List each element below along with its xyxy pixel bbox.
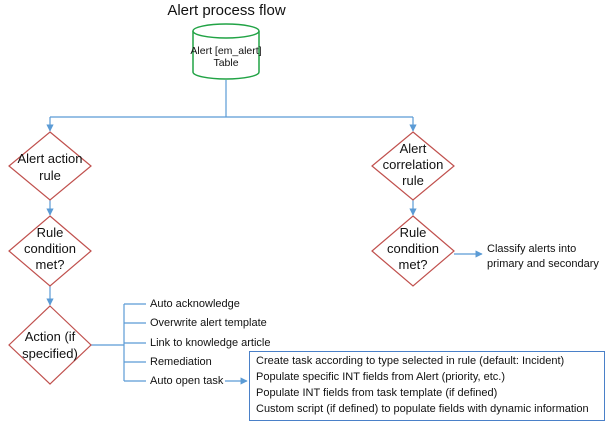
action-item-link-knowledge: Link to knowledge article — [150, 337, 271, 349]
alert-action-rule-label: Alert action rule — [0, 150, 100, 184]
task-detail-populate-template: Populate INT fields from task template (… — [256, 387, 498, 399]
action-diamond — [8, 305, 92, 385]
right-condition-line3: met? — [398, 257, 428, 272]
connectors — [46, 80, 483, 385]
task-details-box: Create task according to type selected i… — [249, 351, 605, 421]
right-condition-diamond — [371, 215, 455, 287]
action-item-remediation: Remediation — [150, 356, 212, 368]
right-condition-line2: condition — [386, 241, 440, 256]
alert-correlation-rule-diamond — [371, 131, 455, 201]
action-item-auto-open-task: Auto open task — [150, 375, 224, 387]
alert-action-rule-diamond — [8, 131, 92, 201]
alert-action-rule-line1: Alert action — [17, 151, 83, 166]
left-condition-line2: condition — [23, 241, 77, 256]
database-cylinder-icon — [192, 23, 260, 80]
classify-result-line2: primary and secondary — [487, 258, 599, 270]
alert-correlation-rule-line2: correlation — [382, 157, 444, 172]
task-detail-custom-script: Custom script (if defined) to populate f… — [256, 403, 589, 415]
classify-result-line1: Classify alerts into — [487, 243, 577, 255]
left-condition-diamond — [8, 215, 92, 287]
action-item-auto-acknowledge: Auto acknowledge — [150, 298, 240, 310]
action-label: Action (if specified) — [0, 328, 100, 362]
alert-correlation-rule-line1: Alert — [399, 141, 427, 156]
task-detail-create: Create task according to type selected i… — [256, 355, 565, 367]
action-label-line1: Action (if — [24, 329, 76, 344]
right-condition-label: Rule condition met? — [363, 225, 463, 273]
left-condition-line1: Rule — [36, 225, 64, 240]
alert-correlation-rule-label: Alert correlation rule — [363, 141, 463, 189]
action-label-line2: specified) — [22, 346, 78, 361]
database-label: Alert [em_alert] Table — [186, 45, 266, 69]
database-label-line2: Table — [213, 57, 239, 69]
alert-action-rule-line2: rule — [39, 168, 61, 183]
right-condition-line1: Rule — [399, 225, 427, 240]
left-condition-label: Rule condition met? — [0, 225, 100, 273]
database-label-line1: Alert [em_alert] — [190, 45, 262, 57]
left-condition-line3: met? — [35, 257, 65, 272]
classify-result-label: Classify alerts into primary and seconda… — [487, 242, 599, 272]
diagram-title: Alert process flow — [167, 2, 286, 19]
alert-correlation-rule-line3: rule — [402, 173, 424, 188]
task-detail-populate-alert: Populate specific INT fields from Alert … — [256, 371, 506, 383]
action-item-overwrite-template: Overwrite alert template — [150, 317, 267, 329]
